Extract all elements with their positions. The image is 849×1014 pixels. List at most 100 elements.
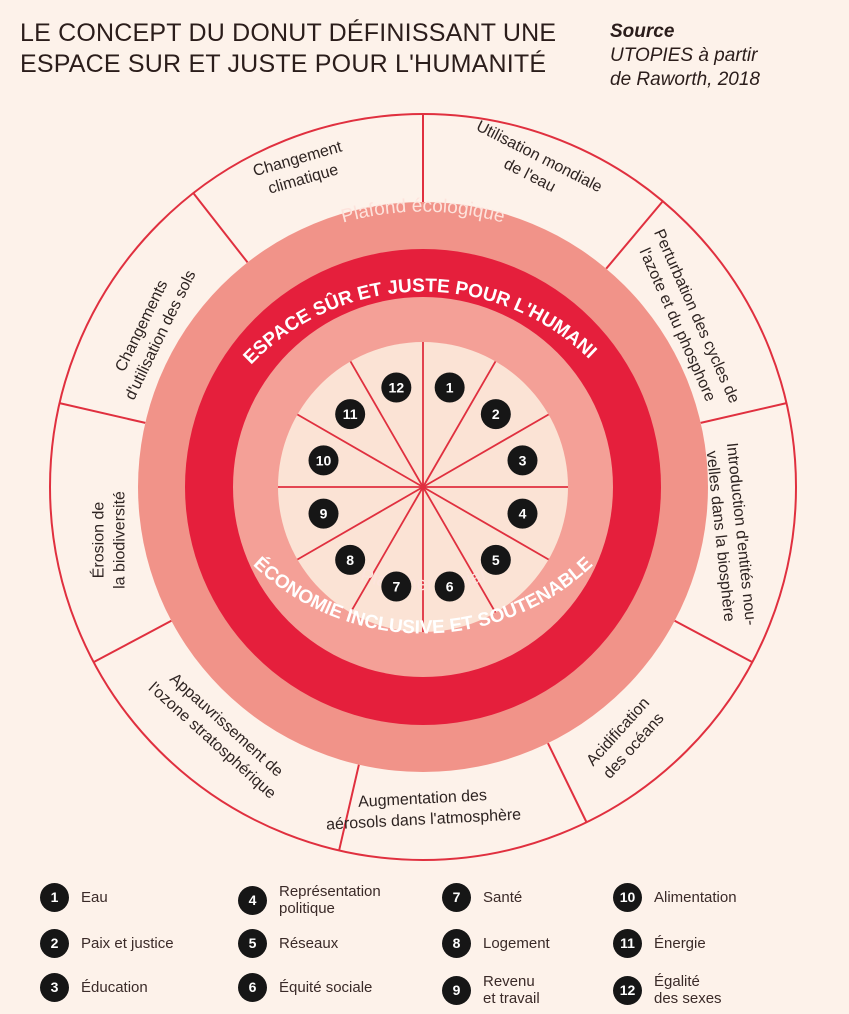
source-note: Source UTOPIES à partir de Raworth, 2018 [610,20,840,92]
inner-divider-6 [422,486,497,614]
legend-item-10: 10 Alimentation [613,883,737,912]
legend-item-3: 3 Éducation [40,973,148,1002]
source-text: UTOPIES à partir de Raworth, 2018 [610,44,840,92]
sector-badge-10 [308,445,339,476]
legend-label: Alimentation [654,889,737,906]
source-label: Source [610,21,675,42]
sector-badge-3 [507,445,538,476]
legend-number-badge: 10 [613,883,642,912]
sector-badge-number: 9 [320,506,328,522]
outer-divider-6 [338,764,360,851]
inner-divider-9 [296,486,424,561]
sector-badge-7 [381,571,412,602]
legend-number-badge: 5 [238,929,267,958]
legend-label-line: politique [279,900,335,917]
legend-item-1: 1 Eau [40,883,108,912]
sector-badge-1 [434,372,465,403]
legend-label: Éducation [81,979,148,996]
outer-segment-label-line: Augmentation des [358,787,488,811]
legend-label: Eau [81,889,108,906]
legend-item-2: 2 Paix et justice [40,929,174,958]
legend-label: Logement [483,935,550,952]
legend-label: Paix et justice [81,935,174,952]
legend-number-badge: 1 [40,883,69,912]
inner-divider-8 [349,486,424,614]
sector-badge-9 [308,498,339,529]
legend-item-5: 5 Réseaux [238,929,338,958]
outer-segment-label-line: la biodiversité [112,491,129,589]
sector-badge-8 [335,544,366,575]
outer-divider-9 [192,192,249,264]
inner-divider-5 [422,486,550,561]
legend-label: Santé [483,889,522,906]
sector-badge-6 [434,571,465,602]
inner-divider-11 [296,413,424,488]
legend-label-line: Logement [483,935,550,952]
legend-label-line: Eau [81,889,108,906]
outer-divider-7 [93,619,172,663]
legend-label-line: et travail [483,990,540,1007]
source-line-1: UTOPIES à partir [610,45,758,66]
sector-badge-number: 6 [446,578,454,594]
legend-label-line: Alimentation [654,889,737,906]
legend-label-line: Égalité [654,973,700,990]
inner-divider-12 [349,360,424,488]
outer-divider-5 [547,742,588,823]
page-title: LE CONCEPT DU DONUT DÉFINISSANT UNE ESPA… [20,18,600,80]
inner-divider-3 [422,413,550,488]
outer-divider-2 [605,200,664,270]
legend-label-line: Revenu [483,973,535,990]
donut-diagram: Plafond écologique L'ESPACE SÛR ET JUSTE… [0,0,797,861]
legend-number-badge: 12 [613,975,642,1005]
sector-badge-number: 1 [446,380,454,396]
outer-segment-label-line: Érosion de [89,502,108,579]
legend-number-badge: 8 [442,929,471,958]
legend-label-line: Équité sociale [279,979,373,996]
legend-number-badge: 7 [442,883,471,912]
sector-badge-5 [480,544,511,575]
legend-number-badge: 9 [442,975,471,1005]
legend-number-badge: 11 [613,929,642,958]
sector-badge-number: 12 [389,380,405,396]
sector-badge-4 [507,498,538,529]
outer-divider-8 [59,402,146,424]
sector-badge-number: 4 [519,506,527,522]
outer-divider-3 [700,402,787,424]
legend-label: Énergie [654,935,706,952]
legend-label-line: Réseaux [279,935,339,952]
inner-sector-dividers [278,342,568,632]
legend-number-badge: 6 [238,973,267,1002]
legend-label: Réseaux [279,935,338,952]
sector-badge-number: 8 [346,552,354,568]
legend-label-line: Santé [483,889,523,906]
sector-badge-number: 5 [492,552,500,568]
legend-label: Équité sociale [279,979,372,996]
legend-item-6: 6 Équité sociale [238,973,372,1002]
sector-badge-number: 7 [392,578,400,594]
legend-label-line: Représentation [279,883,381,900]
outer-divider-4 [674,619,753,663]
title-line-2: ESPACE SUR ET JUSTE POUR L'HUMANITÉ [20,50,547,78]
legend-number-badge: 3 [40,973,69,1002]
sector-badge-number: 10 [316,452,332,468]
sector-badge-2 [480,399,511,430]
sector-badge-11 [335,399,366,430]
legend-number-badge: 2 [40,929,69,958]
sector-badge-12 [381,372,412,403]
legend-label-line: Éducation [81,979,148,996]
legend-item-11: 11 Énergie [613,929,706,958]
sector-badge-number: 3 [519,452,527,468]
sector-badge-number: 11 [343,406,358,422]
inner-divider-2 [422,360,497,488]
source-line-2: de Raworth, 2018 [610,69,760,90]
legend-label-line: Énergie [654,935,706,952]
